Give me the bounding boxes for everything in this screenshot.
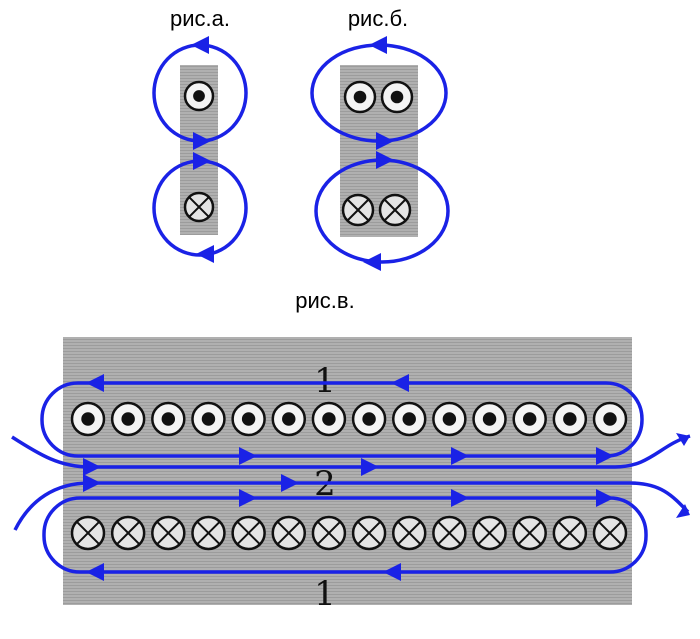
current-out-of-page-symbol <box>472 401 507 437</box>
arrow-left-icon <box>191 36 209 54</box>
arrow-right-icon <box>83 458 101 476</box>
arrow-left-icon <box>391 374 409 392</box>
current-out-of-page-symbol <box>311 401 347 437</box>
arrow-right-icon <box>83 474 101 492</box>
field-line-c-middle-upper <box>11 434 691 469</box>
current-into-page-symbol <box>351 515 387 551</box>
arrow-left-icon <box>369 36 387 54</box>
current-out-of-page-symbol <box>70 401 106 437</box>
current-into-page-symbol <box>592 515 628 551</box>
current-into-page-symbol <box>378 193 412 227</box>
current-out-of-page-symbol <box>151 401 186 437</box>
arrow-right-icon <box>376 132 394 150</box>
current-out-of-page-symbol <box>191 401 226 437</box>
current-out-of-page-symbol <box>552 401 588 437</box>
arrow-right-icon <box>376 151 394 169</box>
arrow-right-icon <box>596 447 614 465</box>
current-into-page-symbol <box>432 515 467 551</box>
field-loop-c-bottom <box>42 496 648 574</box>
arrow-down-right-icon <box>676 504 690 518</box>
conductors <box>70 80 628 551</box>
label-region-1-top: 1 <box>314 361 336 401</box>
current-out-of-page-symbol <box>271 401 307 437</box>
panel-fig-c <box>63 337 632 605</box>
arrow-right-icon <box>193 132 211 150</box>
current-into-page-symbol <box>341 193 375 227</box>
current-into-page-symbol <box>311 515 347 551</box>
arrow-right-icon <box>451 447 469 465</box>
current-out-of-page-symbol <box>380 80 414 114</box>
current-out-of-page-symbol <box>183 80 215 112</box>
current-out-of-page-symbol <box>351 401 387 437</box>
current-into-page-symbol <box>231 515 266 551</box>
arrow-right-icon <box>239 447 257 465</box>
arrow-right-icon <box>193 152 211 170</box>
caption-fig-b: рис.б. <box>348 6 408 31</box>
current-into-page-symbol <box>70 515 106 551</box>
arrow-right-icon <box>361 458 379 476</box>
current-into-page-symbol <box>512 515 547 551</box>
arrow-right-icon <box>451 489 469 507</box>
arrow-left-icon <box>196 245 214 263</box>
current-out-of-page-symbol <box>231 401 266 437</box>
current-into-page-symbol <box>191 515 226 551</box>
field-arrows <box>83 36 690 581</box>
current-into-page-symbol <box>151 515 186 551</box>
arrow-left-icon <box>363 253 381 271</box>
arrow-left-icon <box>86 374 104 392</box>
current-out-of-page-symbol <box>391 401 427 437</box>
field-loop-c-top <box>40 381 644 458</box>
caption-fig-c: рис.в. <box>295 288 354 313</box>
arrow-right-icon <box>239 489 257 507</box>
current-into-page-symbol <box>552 515 588 551</box>
caption-fig-a: рис.а. <box>170 6 230 31</box>
arrow-left-icon <box>86 563 104 581</box>
arrow-right-icon <box>281 474 299 492</box>
current-into-page-symbol <box>183 191 215 223</box>
current-out-of-page-symbol <box>343 80 377 114</box>
current-into-page-symbol <box>472 515 507 551</box>
arrow-up-right-icon <box>676 433 690 446</box>
current-out-of-page-symbol <box>432 401 467 437</box>
current-out-of-page-symbol <box>592 401 628 437</box>
current-out-of-page-symbol <box>110 401 146 437</box>
current-into-page-symbol <box>110 515 146 551</box>
current-out-of-page-symbol <box>512 401 547 437</box>
arrow-right-icon <box>596 489 614 507</box>
label-region-1-bottom: 1 <box>314 574 336 614</box>
current-into-page-symbol <box>271 515 307 551</box>
current-into-page-symbol <box>391 515 427 551</box>
arrow-left-icon <box>383 563 401 581</box>
